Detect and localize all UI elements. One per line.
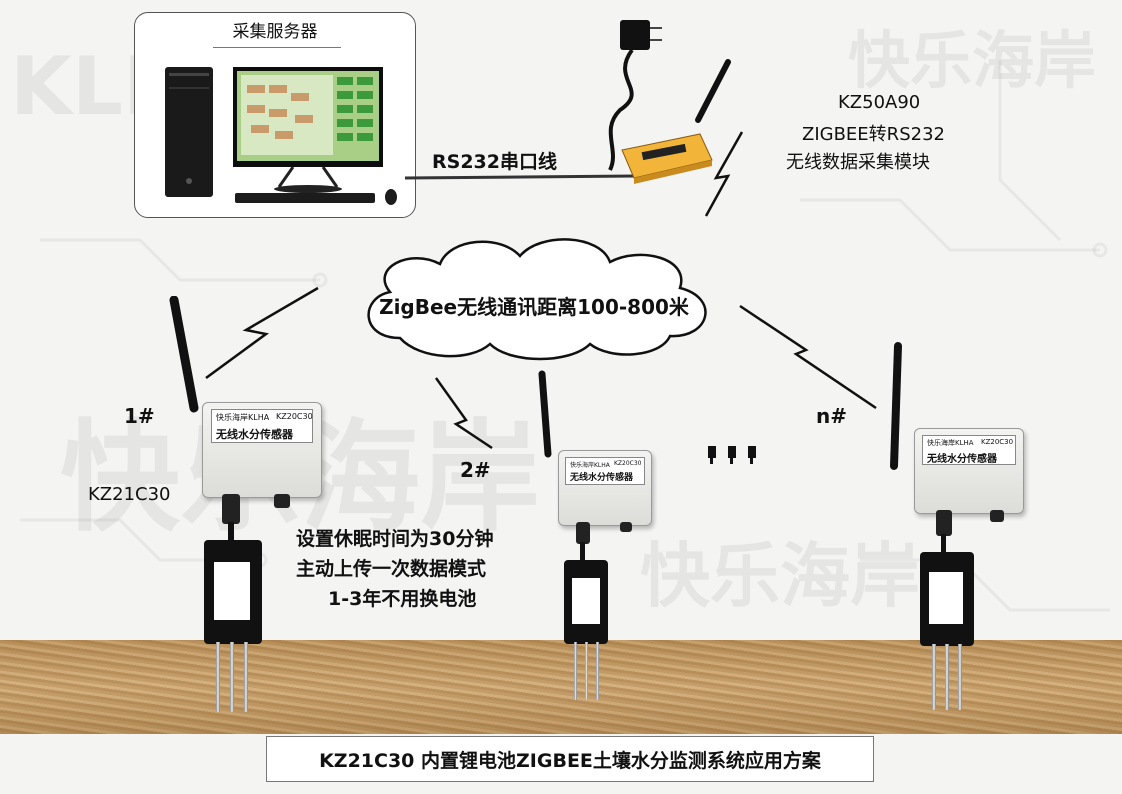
- server-title: 采集服务器: [232, 22, 318, 42]
- wireless-link-node-1: [205, 286, 319, 380]
- probe-label: [214, 562, 250, 620]
- server-computer-illustration: [165, 67, 397, 205]
- probe-pin: [958, 644, 962, 710]
- diagram-caption: KZ21C30 内置锂电池ZIGBEE土壤水分监测系统应用方案: [319, 750, 821, 772]
- probe-pin: [230, 642, 234, 712]
- cable-gland: [936, 510, 952, 536]
- sensor-enclosure: 快乐海岸KLHA KZ20C30 无线水分传感器: [914, 428, 1024, 514]
- module-description: 无线数据采集模块: [786, 152, 930, 173]
- soil-probe-head: [204, 540, 262, 644]
- cable-gland: [576, 522, 590, 544]
- rs232-cable-label: RS232串口线: [432, 151, 557, 173]
- watermark-brand-top: 快乐海岸: [848, 24, 1097, 97]
- sensor-enclosure: 快乐海岸KLHA KZ20C30 无线水分传感器: [558, 450, 652, 526]
- wireless-link-module: [704, 131, 744, 217]
- note-line-2: 主动上传一次数据模式: [296, 558, 487, 580]
- module-model: KZ50A90: [838, 92, 921, 113]
- wireless-link-node-2: [434, 377, 493, 450]
- antenna-icon: [169, 296, 199, 413]
- cable-gland: [274, 494, 290, 508]
- note-line-3: 1-3年不用换电池: [328, 588, 477, 610]
- node-n-id: n#: [816, 404, 847, 428]
- sensor-cable: [941, 534, 946, 554]
- sensor-node-1: 快乐海岸KLHA KZ20C30 无线水分传感器: [150, 296, 340, 716]
- note-line-1: 设置休眠时间为30分钟: [296, 528, 494, 550]
- more-nodes-ellipsis: [708, 446, 756, 464]
- zigbee-cloud-shape: [367, 238, 707, 361]
- antenna-icon: [538, 370, 552, 458]
- sensor-nameplate: 快乐海岸KLHA KZ20C30 无线水分传感器: [211, 409, 313, 443]
- cable-gland: [222, 494, 240, 524]
- probe-pin: [574, 642, 577, 700]
- watermark-brand-right: 快乐海岸: [640, 535, 920, 617]
- sensor-cable: [228, 522, 234, 542]
- probe-label: [929, 572, 963, 624]
- zigbee-module-illustration: [608, 20, 731, 184]
- soil-probe-head: [920, 552, 974, 646]
- probe-pin: [596, 642, 599, 700]
- module-protocol: ZIGBEE转RS232: [802, 124, 945, 145]
- sensor-node-n: 快乐海岸KLHA KZ20C30 无线水分传感器: [880, 342, 1040, 722]
- wireless-link-node-n: [739, 304, 877, 410]
- probe-pin: [216, 642, 220, 712]
- zigbee-range-text: ZigBee无线通讯距离100-800米: [379, 295, 689, 319]
- sensor-cable: [580, 542, 585, 562]
- server-title-underline: [213, 47, 341, 48]
- sensor-nameplate: 快乐海岸KLHA KZ20C30 无线水分传感器: [922, 435, 1016, 465]
- cable-gland: [620, 522, 632, 532]
- probe-pin: [932, 644, 936, 710]
- server-panel: 采集服务器: [134, 12, 416, 218]
- caption-box: KZ21C30 内置锂电池ZIGBEE土壤水分监测系统应用方案: [266, 736, 874, 782]
- sensor-nameplate: 快乐海岸KLHA KZ20C30 无线水分传感器: [565, 457, 645, 485]
- node-2-id: 2#: [460, 458, 491, 482]
- rs232-cable: [405, 174, 636, 180]
- node-1-id: 1#: [124, 404, 155, 428]
- soil-probe-head: [564, 560, 608, 644]
- cable-gland: [990, 510, 1004, 522]
- probe-pin: [244, 642, 248, 712]
- antenna-icon: [890, 342, 902, 470]
- node-1-model: KZ21C30: [88, 484, 171, 505]
- probe-label: [572, 578, 600, 624]
- probe-pin: [585, 642, 588, 700]
- probe-pin: [945, 644, 949, 710]
- sensor-node-2: 快乐海岸KLHA KZ20C30 无线水分传感器: [520, 370, 660, 710]
- sensor-enclosure: 快乐海岸KLHA KZ20C30 无线水分传感器: [202, 402, 322, 498]
